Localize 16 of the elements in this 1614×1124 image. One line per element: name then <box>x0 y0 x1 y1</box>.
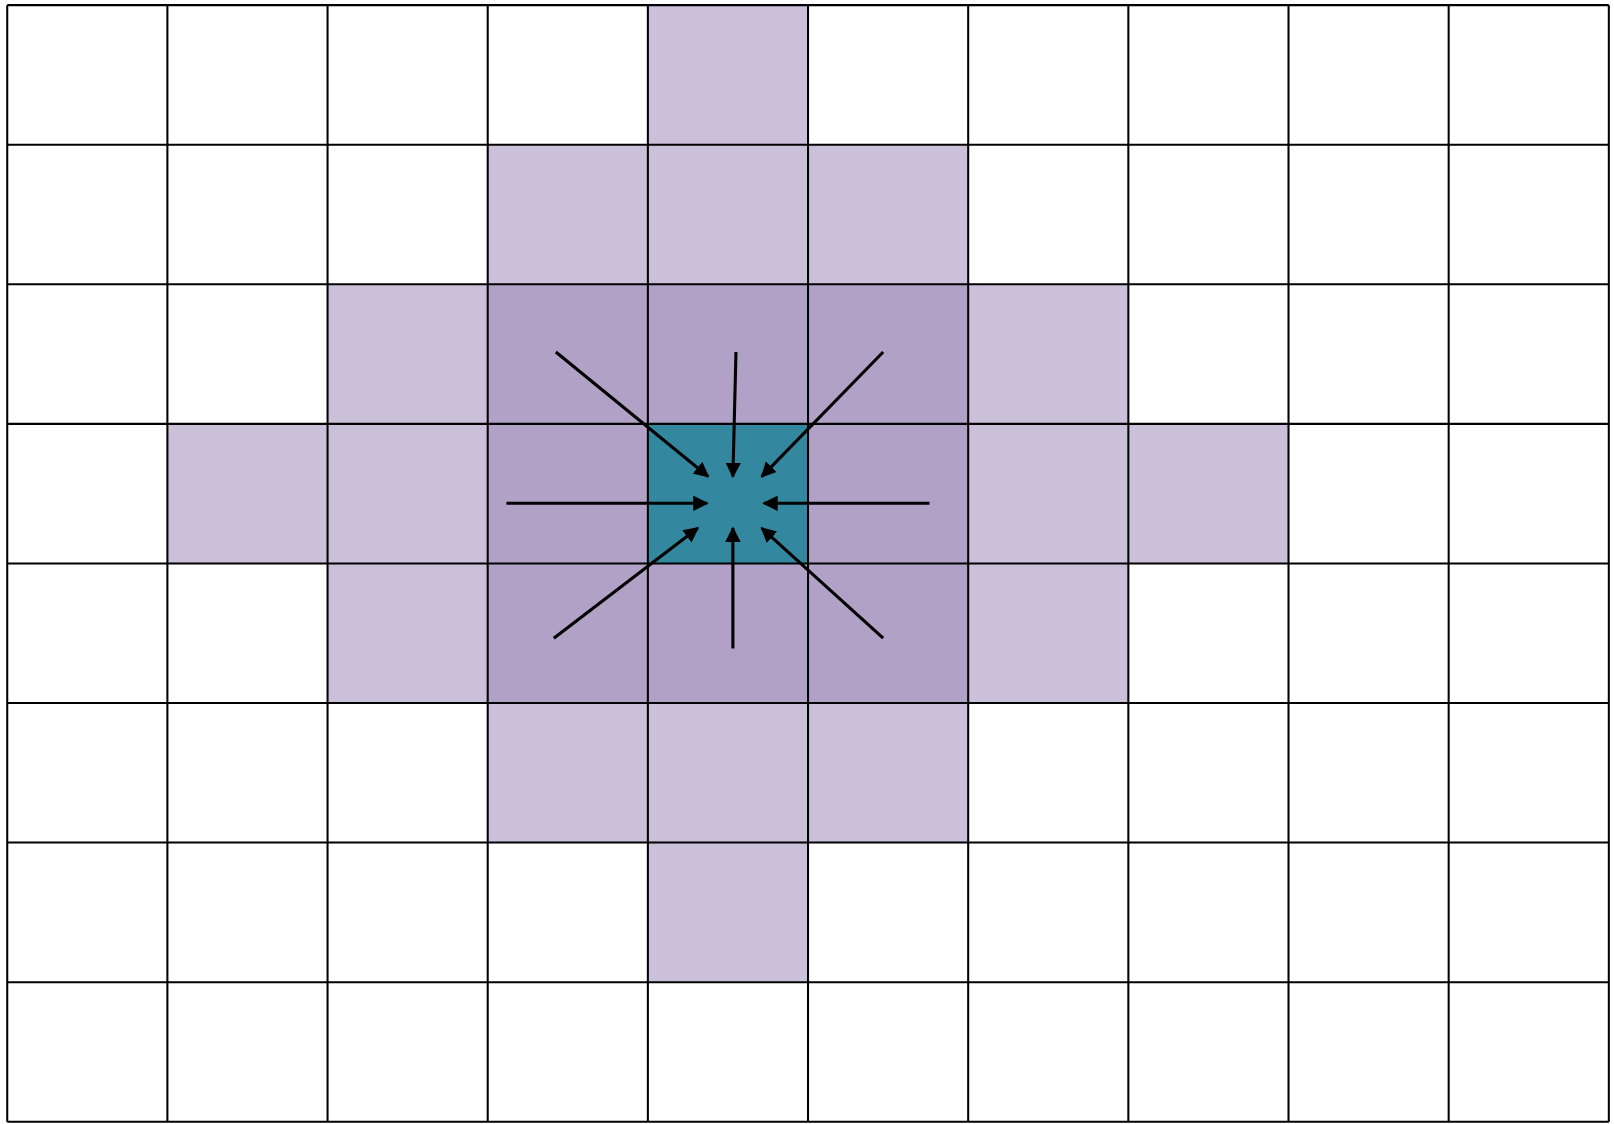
arrow <box>760 350 885 478</box>
neighbor-cell <box>808 563 969 703</box>
arrow <box>552 526 700 640</box>
neighbor-cell <box>487 423 648 564</box>
neighbor-cell <box>487 284 648 424</box>
arrow <box>762 495 930 512</box>
arrow <box>725 351 741 479</box>
neighbor-cell <box>487 563 648 703</box>
neighbor-cell <box>647 563 809 703</box>
arrow <box>506 495 709 512</box>
arrow <box>554 350 710 478</box>
arrow <box>725 526 741 649</box>
neighbor-cell <box>808 423 969 564</box>
neighbor-cell <box>808 284 969 424</box>
arrow <box>760 526 885 640</box>
neighbor-cell <box>647 284 809 424</box>
